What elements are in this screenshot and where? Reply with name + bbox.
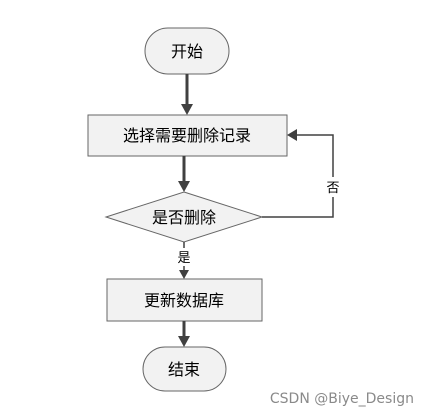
select-record-node: 选择需要删除记录	[87, 114, 288, 157]
no-label-background	[323, 177, 343, 197]
select-record-label: 选择需要删除记录	[123, 126, 251, 145]
end-node: 结束	[142, 346, 227, 392]
start-node: 开始	[144, 27, 230, 75]
update-db-label: 更新数据库	[144, 291, 224, 310]
watermark: CSDN @Biye_Design	[269, 391, 414, 407]
decision-label: 是否删除	[152, 208, 216, 227]
start-node-label: 开始	[171, 42, 203, 61]
yes-label: 是	[177, 251, 190, 266]
edge-select-to-decision	[178, 156, 190, 192]
edge-decision-no-loop	[262, 129, 334, 218]
edge-start-to-select	[181, 74, 193, 115]
yes-label-background	[175, 248, 193, 266]
update-db-node: 更新数据库	[106, 278, 263, 322]
end-node-label: 结束	[168, 360, 200, 379]
no-label: 否	[326, 181, 339, 196]
decision-node: 是否删除	[104, 191, 264, 243]
edge-update-to-end	[178, 321, 190, 347]
